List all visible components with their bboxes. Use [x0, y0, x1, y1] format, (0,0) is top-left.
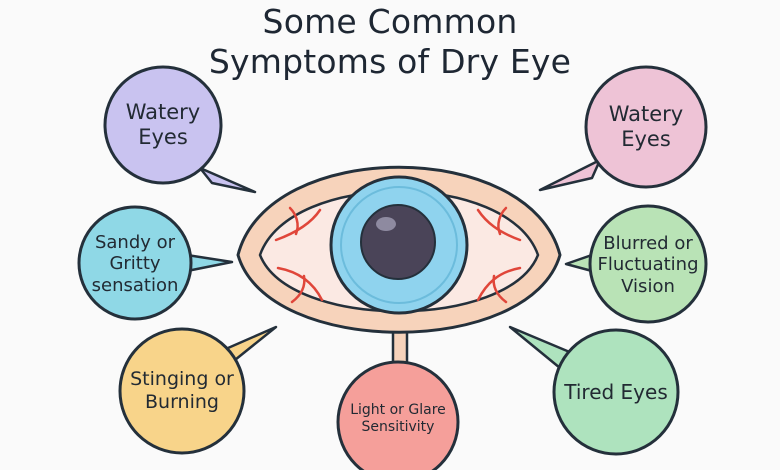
- bubble-watery-eyes-right: [584, 65, 708, 189]
- label-watery-eyes-right: Watery Eyes: [608, 101, 684, 151]
- label-sandy-gritty: Sandy or Gritty sensation: [91, 231, 179, 296]
- title-line-1: Some Common: [262, 2, 518, 41]
- label-blurred-vision: Blurred or Fluctuating Vision: [597, 232, 699, 297]
- bubble-watery-eyes-left: [103, 65, 223, 185]
- connector-stem: [391, 328, 409, 366]
- label-light-glare: Light or Glare Sensitivity: [350, 402, 446, 435]
- bubble-sandy-gritty: [77, 205, 193, 321]
- label-watery-eyes-left: Watery Eyes: [125, 99, 201, 149]
- bubble-tail-watery-eyes-right: [538, 158, 602, 192]
- label-tired-eyes: Tired Eyes: [564, 380, 668, 404]
- red-veins: [274, 206, 522, 304]
- pupil: [360, 204, 436, 280]
- eye-icon: [236, 165, 562, 334]
- bubble-tail-sandy-gritty: [185, 253, 234, 273]
- diagram-title: Some Common Symptoms of Dry Eye: [0, 2, 780, 82]
- bubble-blurred-vision: [588, 204, 708, 324]
- bubble-stinging-burning: [118, 327, 246, 455]
- bubble-tail-blurred-vision: [564, 253, 594, 273]
- bubble-light-glare: [336, 360, 460, 470]
- iris-ring: [340, 186, 458, 304]
- bubble-tail-watery-eyes-left: [198, 166, 257, 194]
- pupil-highlight: [376, 217, 396, 231]
- bubble-tired-eyes: [552, 328, 680, 456]
- title-line-2: Symptoms of Dry Eye: [208, 42, 572, 81]
- label-stinging-burning: Stinging or Burning: [130, 368, 234, 413]
